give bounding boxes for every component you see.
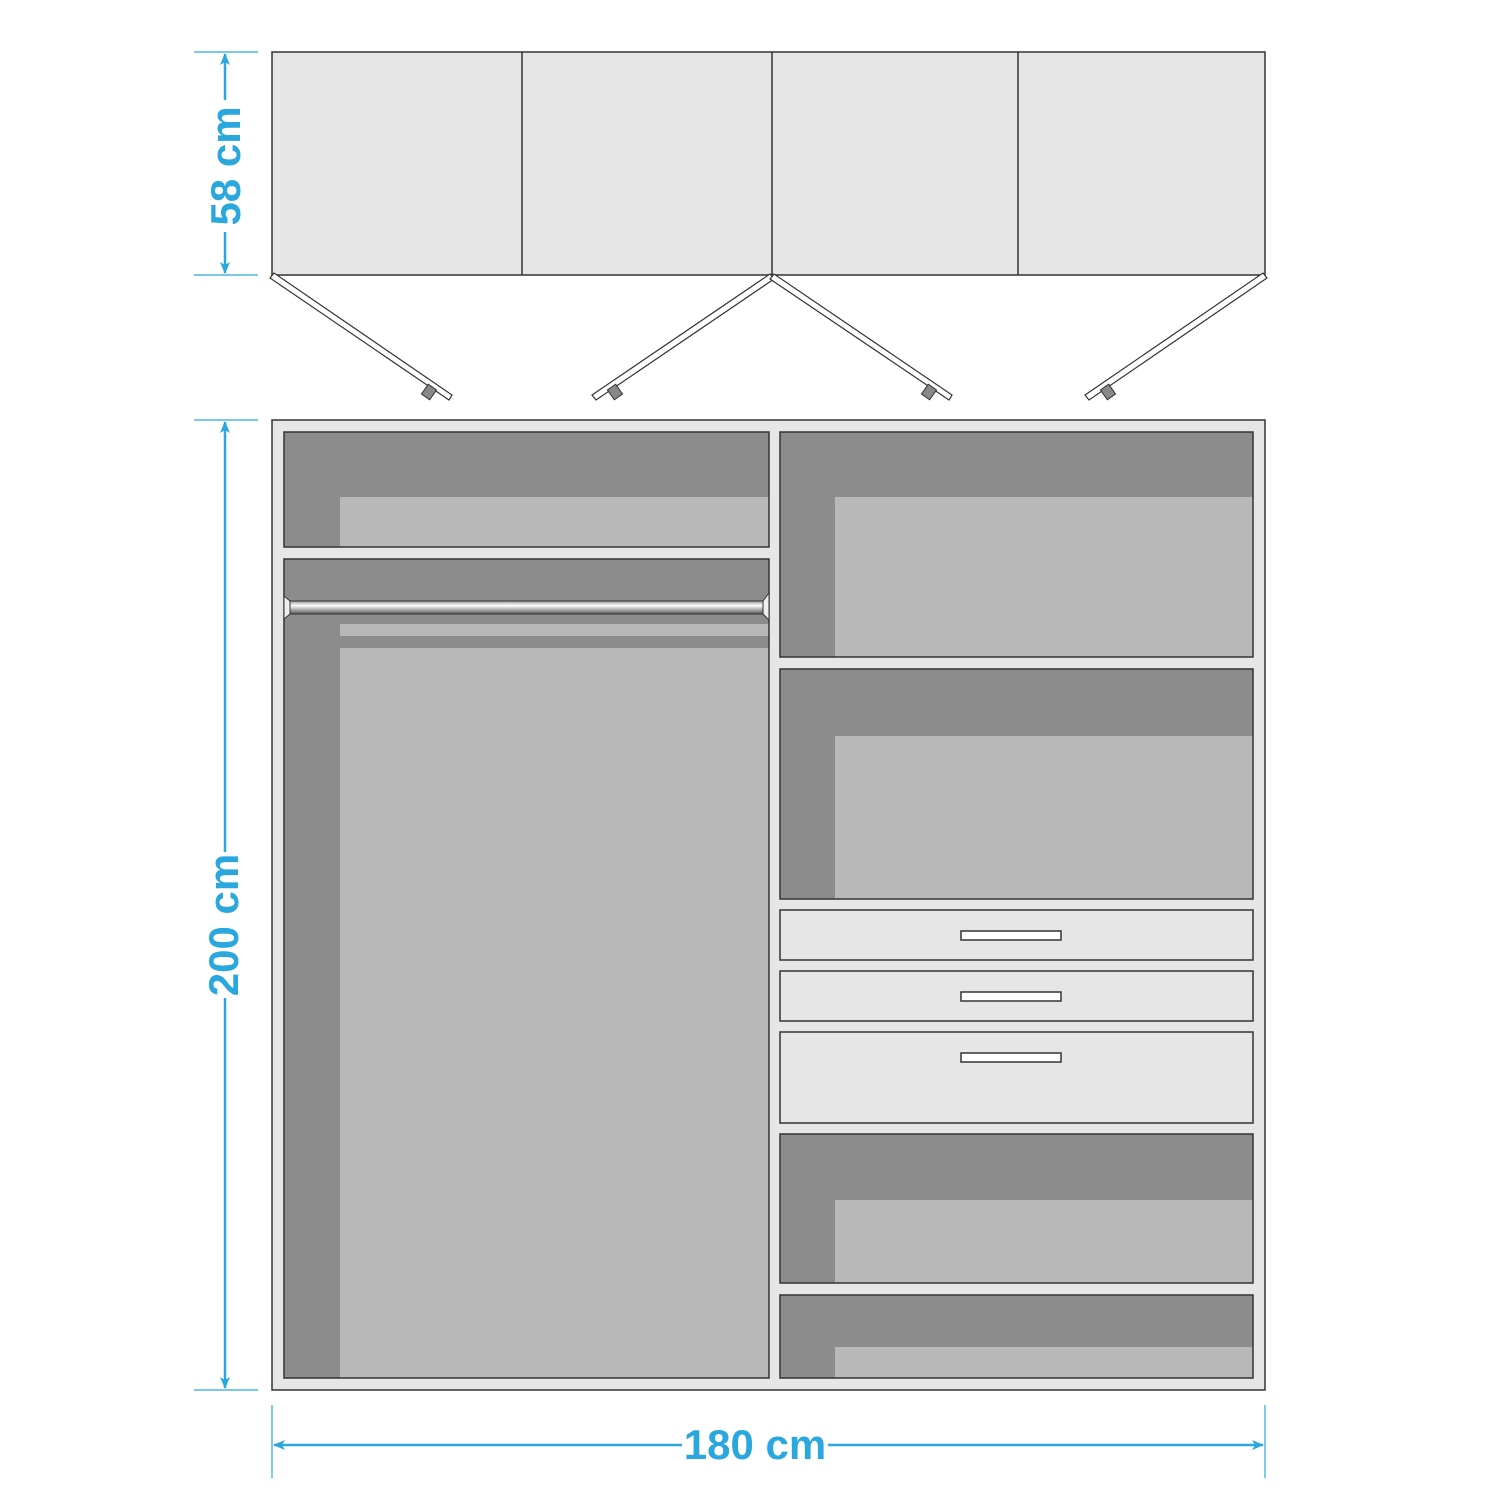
depth-dimension: 58 cm bbox=[194, 51, 258, 276]
shelf-left-top bbox=[283, 431, 770, 548]
height-label: 200 cm bbox=[200, 854, 247, 996]
door-swing-3 bbox=[769, 273, 953, 401]
drawer-handle bbox=[960, 991, 1062, 1002]
drawer-handle bbox=[960, 930, 1062, 941]
front-view bbox=[271, 419, 1266, 1391]
hanging-rail bbox=[283, 591, 770, 622]
door-swing-4 bbox=[1084, 272, 1268, 401]
shelf-right-1 bbox=[779, 431, 1254, 658]
width-label: 180 cm bbox=[684, 1421, 826, 1468]
shelf-right-2 bbox=[779, 668, 1254, 900]
drawer-2 bbox=[779, 970, 1254, 1022]
drawer-handle bbox=[960, 1052, 1062, 1063]
width-dimension: 180 cm bbox=[271, 1405, 1266, 1478]
height-dimension: 200 cm bbox=[194, 419, 258, 1391]
shelf-right-3 bbox=[779, 1133, 1254, 1284]
drawer-3 bbox=[779, 1031, 1254, 1124]
drawer-1 bbox=[779, 909, 1254, 961]
shelf-right-4 bbox=[779, 1294, 1254, 1379]
hanging-compartment bbox=[283, 558, 770, 1379]
door-swing-1 bbox=[269, 272, 453, 401]
depth-label: 58 cm bbox=[202, 106, 249, 225]
top-view bbox=[269, 51, 1268, 401]
door-swing-2 bbox=[591, 273, 775, 401]
